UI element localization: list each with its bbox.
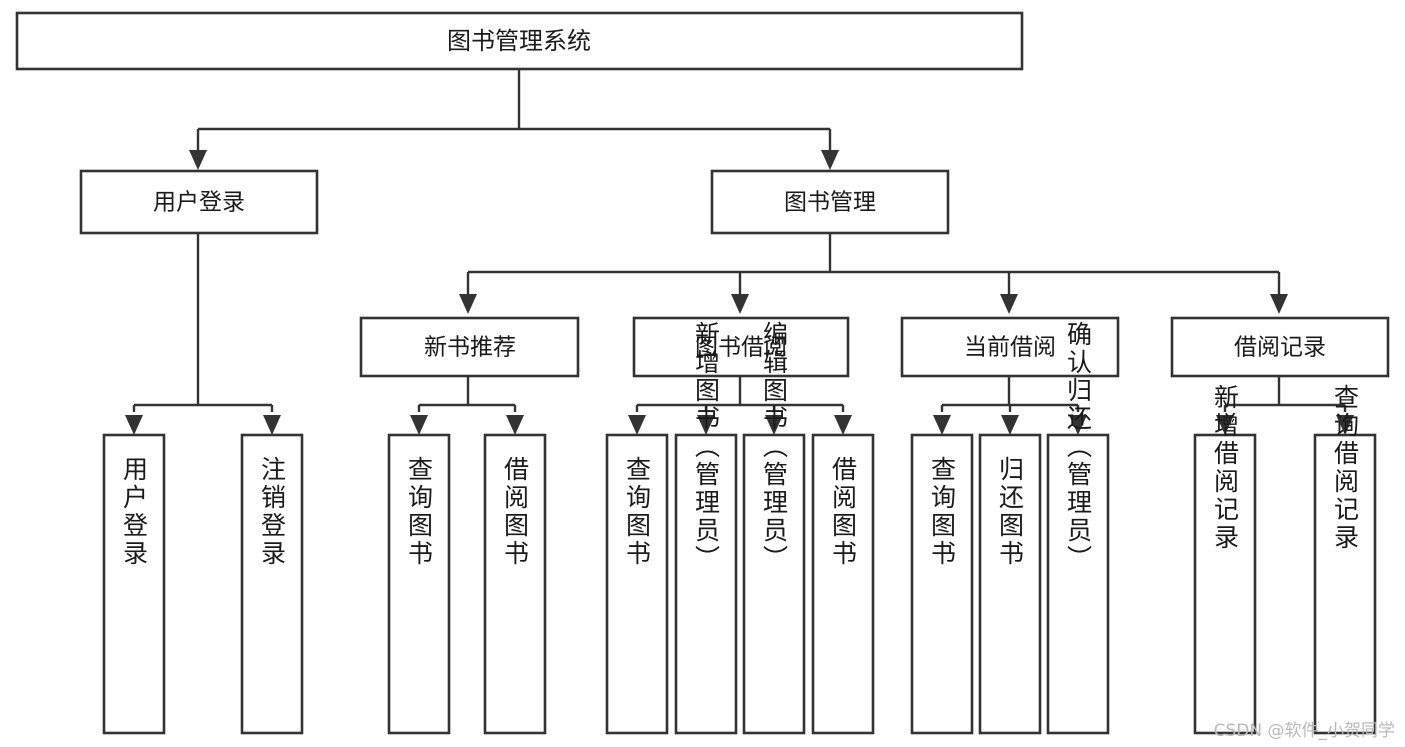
arrow-root-to-book-manage bbox=[821, 150, 839, 170]
arrow-ul-leaf2 bbox=[263, 415, 281, 435]
leaf-user-login-1[interactable]: 用户登录 bbox=[102, 433, 166, 735]
arrow-bm-to-book-borrow bbox=[731, 294, 749, 314]
arrow-nb-leaf1 bbox=[410, 415, 428, 435]
node-current-borrow-label: 当前借阅 bbox=[964, 335, 1056, 361]
node-root-label: 图书管理系统 bbox=[447, 27, 591, 55]
node-book-manage-label: 图书管理 bbox=[784, 190, 876, 216]
leaf-borrow-record-2-label: 查询借阅记录 bbox=[1331, 384, 1360, 552]
leaf-current-borrow-3-label: 确认归还（管理员） bbox=[1064, 321, 1093, 573]
leaf-current-borrow-3[interactable]: 确认归还（管理员） bbox=[1046, 321, 1110, 735]
leaf-current-borrow-2[interactable]: 归还图书 bbox=[978, 433, 1042, 735]
leaf-borrow-record-1[interactable]: 新增借阅记录 bbox=[1193, 384, 1257, 735]
node-borrow-record[interactable]: 借阅记录 bbox=[1170, 316, 1390, 378]
leaf-user-login-2-label: 注销登录 bbox=[258, 456, 287, 568]
leaf-book-borrow-2[interactable]: 新增图书（管理员） bbox=[674, 321, 738, 735]
leaf-new-book-1-label: 查询图书 bbox=[405, 456, 434, 568]
leaf-new-book-2-label: 借阅图书 bbox=[501, 456, 530, 568]
leaf-book-borrow-3[interactable]: 编辑图书（管理员） bbox=[742, 321, 806, 735]
arrow-nb-leaf2 bbox=[506, 415, 524, 435]
node-book-manage[interactable]: 图书管理 bbox=[710, 169, 950, 235]
arrow-cb-leaf2 bbox=[1001, 415, 1019, 435]
node-user-login[interactable]: 用户登录 bbox=[79, 169, 319, 235]
leaf-user-login-1-label: 用户登录 bbox=[120, 456, 149, 568]
leaf-new-book-1[interactable]: 查询图书 bbox=[387, 433, 451, 735]
leaf-book-borrow-1[interactable]: 查询图书 bbox=[605, 433, 669, 735]
node-user-login-label: 用户登录 bbox=[153, 190, 245, 216]
leaf-user-login-2[interactable]: 注销登录 bbox=[240, 433, 304, 735]
leaf-book-borrow-3-label: 编辑图书（管理员） bbox=[760, 321, 789, 573]
arrow-cb-leaf1 bbox=[933, 415, 951, 435]
arrow-bm-to-borrow-record bbox=[1270, 294, 1288, 314]
arrow-bm-to-new-book bbox=[459, 294, 477, 314]
leaf-borrow-record-2[interactable]: 查询借阅记录 bbox=[1313, 384, 1377, 735]
arrow-bb-leaf1 bbox=[628, 415, 646, 435]
node-current-borrow[interactable]: 当前借阅 bbox=[900, 316, 1120, 378]
node-root[interactable]: 图书管理系统 bbox=[15, 11, 1024, 71]
arrow-bm-to-current-borrow bbox=[1000, 294, 1018, 314]
leaf-book-borrow-4[interactable]: 借阅图书 bbox=[811, 433, 875, 735]
leaf-current-borrow-2-label: 归还图书 bbox=[996, 456, 1025, 568]
arrow-root-to-user-login bbox=[189, 150, 207, 170]
leaf-current-borrow-1[interactable]: 查询图书 bbox=[910, 433, 974, 735]
node-borrow-record-label: 借阅记录 bbox=[1234, 335, 1326, 361]
leaf-new-book-2[interactable]: 借阅图书 bbox=[483, 433, 547, 735]
leaf-book-borrow-2-label: 新增图书（管理员） bbox=[692, 321, 721, 573]
node-book-borrow[interactable]: 图书借阅 bbox=[632, 316, 850, 378]
leaf-borrow-record-1-label: 新增借阅记录 bbox=[1211, 384, 1240, 552]
leaf-book-borrow-4-label: 借阅图书 bbox=[829, 456, 858, 568]
node-new-book-recommend[interactable]: 新书推荐 bbox=[359, 316, 580, 378]
connector-layer bbox=[125, 69, 1354, 435]
node-book-borrow-label: 图书借阅 bbox=[695, 335, 787, 361]
arrow-ul-leaf1 bbox=[125, 415, 143, 435]
leaf-current-borrow-1-label: 查询图书 bbox=[928, 456, 957, 568]
leaf-book-borrow-1-label: 查询图书 bbox=[623, 456, 652, 568]
arrow-bb-leaf4 bbox=[834, 415, 852, 435]
node-new-book-recommend-label: 新书推荐 bbox=[424, 335, 516, 361]
